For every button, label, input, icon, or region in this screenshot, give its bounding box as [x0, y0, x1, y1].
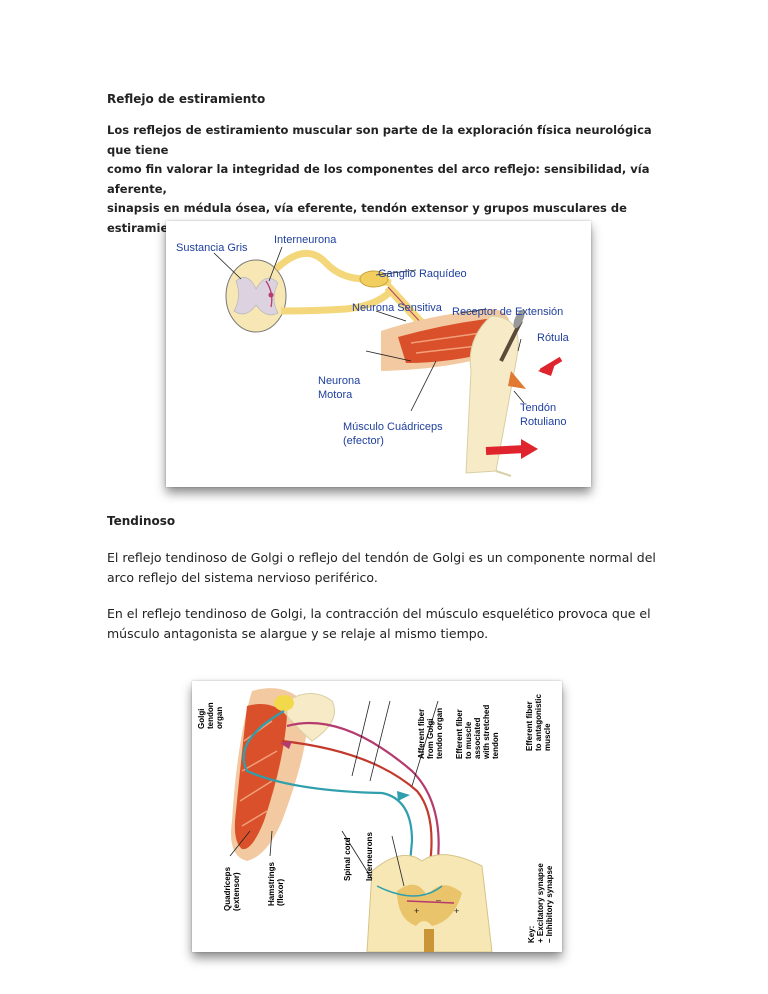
label-afferent-1: Afferent fiber: [417, 709, 426, 759]
leg-line: [496, 471, 511, 476]
label-neurona-motora-2: Motora: [318, 389, 353, 401]
paragraph-line: como fin valorar la integridad de los co…: [107, 160, 667, 199]
paragraph-line: músculo antagonista se alargue y se rela…: [107, 624, 667, 644]
patella: [508, 371, 526, 389]
label-golgi-1: Golgi: [197, 709, 206, 729]
label-ganglio: Ganglio Raquídeo: [378, 268, 467, 280]
label-golgi-group: Golgi tendon organ: [197, 702, 224, 729]
label-afferent-group: Afferent fiber from Golgi tendon organ: [417, 708, 444, 759]
label-musculo-1: Músculo Cuádriceps: [343, 421, 443, 433]
label-tendon-1: Tendón: [520, 402, 556, 414]
label-interneurons-group: Interneurons: [365, 832, 374, 881]
synapse-minus: –: [436, 895, 441, 905]
label-receptor: Receptor de Extensión: [452, 306, 563, 318]
label-efferent-3: associated: [473, 718, 482, 759]
golgi-reflex-diagram: + + – Golgi tendon organ Afferent fiber …: [192, 681, 562, 952]
leader-line: [370, 701, 390, 781]
interneuron-dot: [269, 293, 274, 298]
label-key-minus: – Inhibitory synapse: [545, 865, 554, 943]
label-efferent-1: Efferent fiber: [455, 709, 464, 759]
label-key: Key:: [527, 926, 536, 943]
central-canal: [424, 929, 434, 952]
label-interneurona: Interneurona: [274, 234, 337, 246]
synapse-plus: +: [454, 906, 459, 916]
label-efferent-5: tendon: [491, 732, 500, 759]
synapse-plus: +: [414, 906, 419, 916]
label-efferent-group: Efferent fiber to muscle associated with…: [455, 705, 500, 760]
label-ham-1: Hamstrings: [267, 861, 276, 906]
label-musculo-2: (efector): [343, 435, 384, 447]
paragraph-tendinoso-2: En el reflejo tendinoso de Golgi, la con…: [107, 604, 667, 644]
afferent-arrow: [397, 791, 410, 801]
figure-stretch-reflex: Sustancia Gris Interneurona Ganglio Raqu…: [166, 221, 591, 487]
heading-tendinoso: Tendinoso: [107, 514, 175, 528]
label-antag-2: to antagonistic: [534, 694, 543, 751]
label-efferent-4: with stretched: [482, 705, 491, 760]
label-neurona-sensitiva: Neurona Sensitiva: [352, 302, 443, 314]
label-rotula: Rótula: [537, 332, 570, 344]
label-interneurons: Interneurons: [365, 832, 374, 881]
figure-golgi-reflex: + + – Golgi tendon organ Afferent fiber …: [192, 681, 562, 952]
label-golgi-3: organ: [215, 707, 224, 729]
label-quad-2: (extensor): [232, 872, 241, 911]
stretch-reflex-diagram: Sustancia Gris Interneurona Ganglio Raqu…: [166, 221, 591, 487]
label-key-plus: + Excitatory synapse: [536, 863, 545, 943]
paragraph-line: En el reflejo tendinoso de Golgi, la con…: [107, 604, 667, 624]
label-efferent-2: to muscle: [464, 721, 473, 759]
label-antag-1: Efferent fiber: [525, 701, 534, 751]
label-spinal-group: Spinal cord: [343, 837, 352, 881]
golgi-tendon-organ: [274, 695, 294, 711]
label-afferent-2: from Golgi: [426, 719, 435, 759]
kick-arrow-head: [521, 439, 538, 459]
label-antag-group: Efferent fiber to antagonistic muscle: [525, 694, 552, 751]
label-quad-group: Quadriceps (extensor): [223, 866, 241, 911]
label-spinal: Spinal cord: [343, 837, 352, 881]
kick-arrow-shaft: [486, 449, 526, 451]
label-neurona-motora-1: Neurona: [318, 375, 361, 387]
label-golgi-2: tendon: [206, 702, 215, 729]
label-tendon-2: Rotuliano: [520, 416, 566, 428]
label-afferent-3: tendon organ: [435, 708, 444, 759]
paragraph-tendinoso-1: El reflejo tendinoso de Golgi o reflejo …: [107, 548, 667, 588]
label-antag-3: muscle: [543, 723, 552, 751]
paragraph-line: Los reflejos de estiramiento muscular so…: [107, 121, 667, 160]
label-ham-2: (flexor): [276, 879, 285, 906]
heading-reflejo-estiramiento: Reflejo de estiramiento: [107, 92, 265, 106]
label-ham-group: Hamstrings (flexor): [267, 861, 285, 906]
label-key-group: Key: + Excitatory synapse – Inhibitory s…: [527, 863, 554, 943]
label-quad-1: Quadriceps: [223, 866, 232, 911]
leader-line: [214, 253, 241, 279]
label-sustancia-gris: Sustancia Gris: [176, 242, 248, 254]
paragraph-line: arco reflejo del sistema nervioso perifé…: [107, 568, 667, 588]
paragraph-line: El reflejo tendinoso de Golgi o reflejo …: [107, 548, 667, 568]
